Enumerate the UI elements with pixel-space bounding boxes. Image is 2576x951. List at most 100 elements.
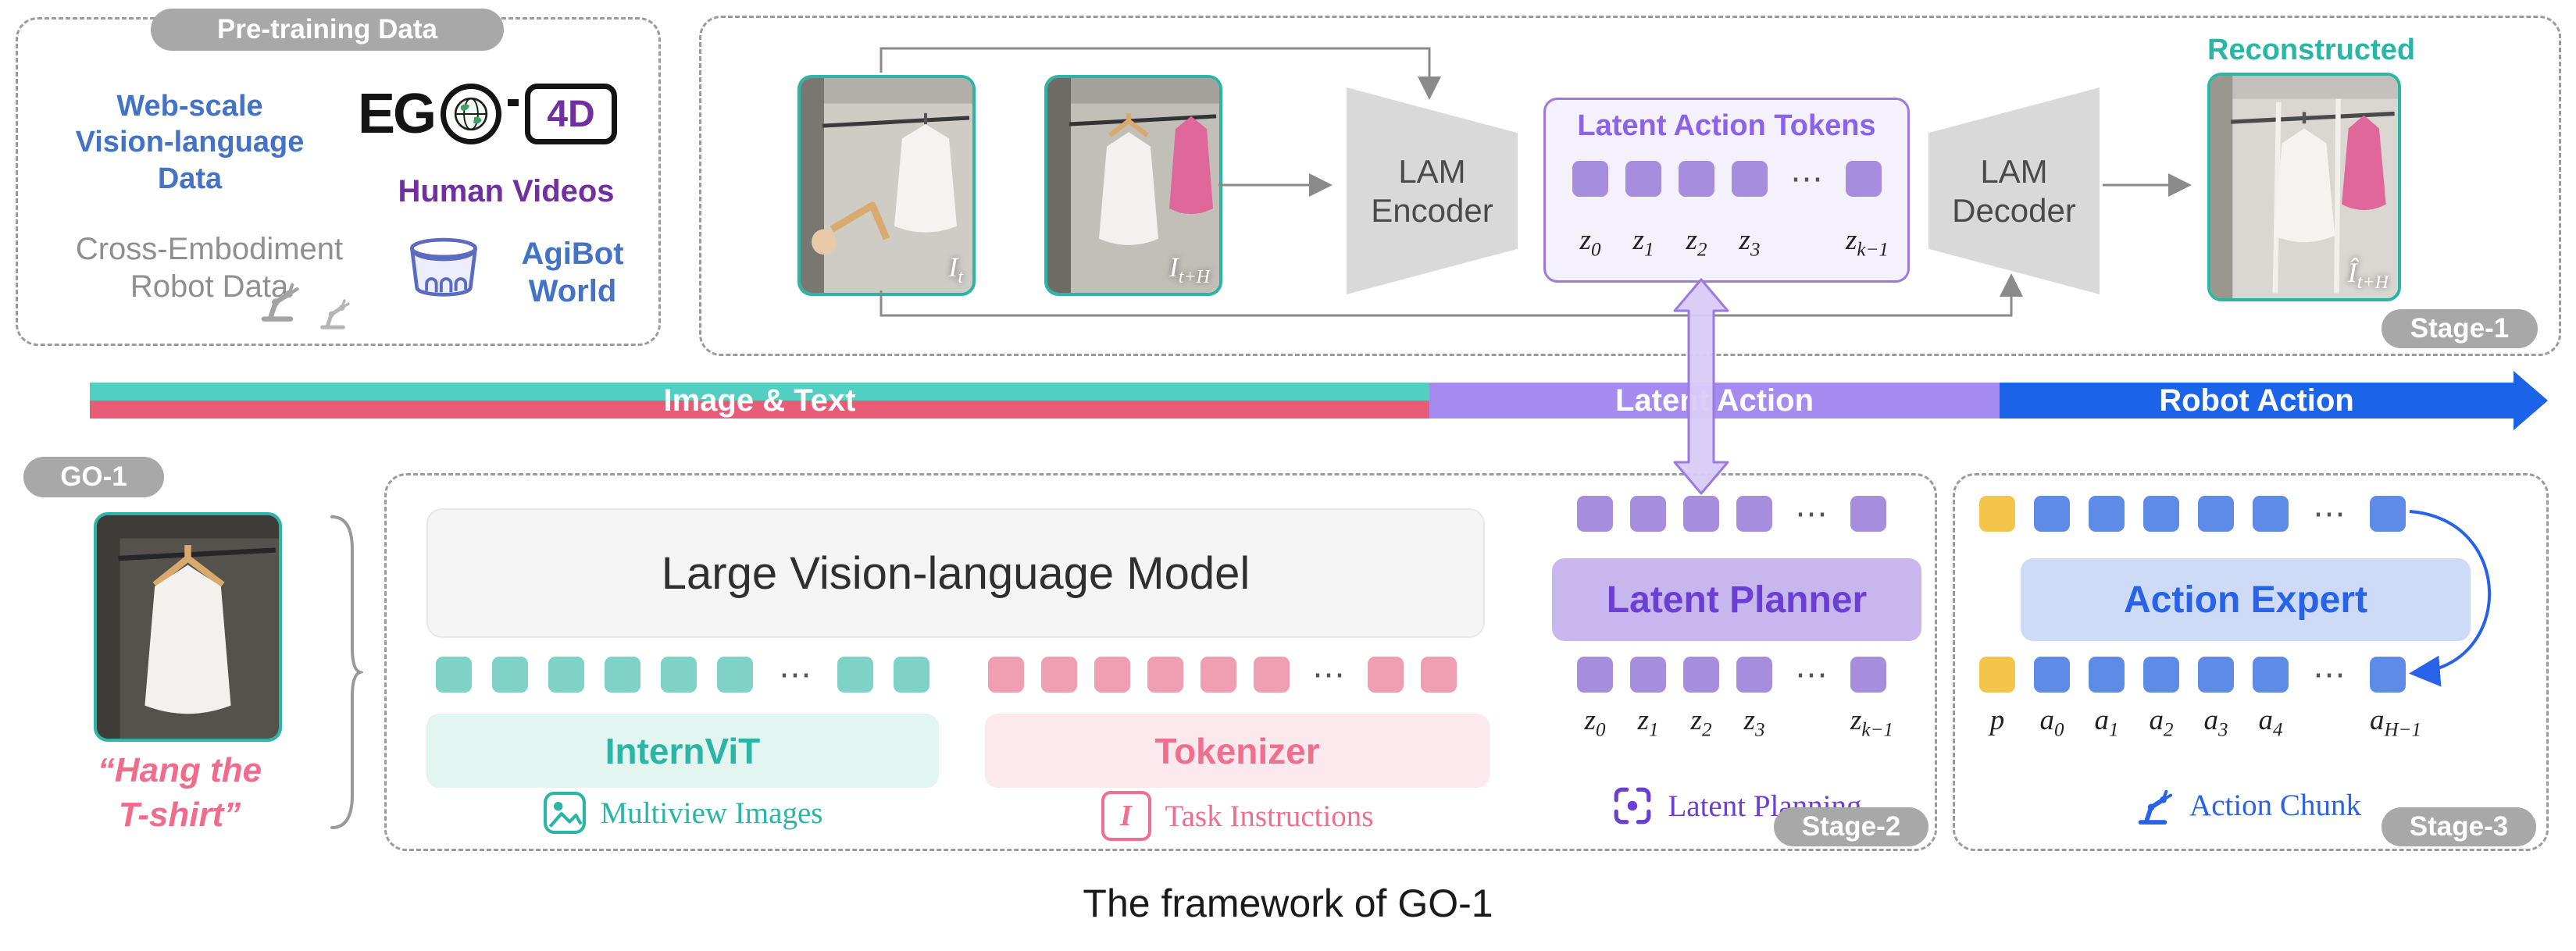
- z2-label: z2: [1686, 224, 1707, 261]
- vision-token-square: [717, 657, 753, 693]
- agibot-world-label: AgiBot World: [521, 237, 624, 308]
- ego4d-globe-lens: [441, 84, 502, 144]
- ego4d-4d-text: 4D: [547, 93, 595, 135]
- vision-token-square: [548, 657, 584, 693]
- aH1-label: aH−1: [2370, 704, 2421, 741]
- pretraining-data-box: Pre-training Data Web-scale Vision-langu…: [16, 9, 661, 346]
- lam-encoder: LAM Encoder: [1347, 87, 1518, 294]
- a2-label: a2: [2149, 704, 2174, 741]
- a4-label: a4: [2258, 704, 2283, 741]
- human-videos-label: Human Videos: [398, 174, 615, 208]
- text-token-square: [1368, 657, 1404, 693]
- z1-label: z1: [1637, 704, 1659, 741]
- reconstructed-image: Ît+H: [2207, 73, 2401, 301]
- text-token-square: [1421, 657, 1457, 693]
- latent-token-square: [1850, 496, 1886, 532]
- action-token-square: [2370, 657, 2406, 693]
- action-token-square: [2253, 657, 2289, 693]
- latent-token-row: ⋯: [1572, 161, 1882, 197]
- vlm-module: Large Vision-language Model: [426, 508, 1485, 638]
- action-token-square: [2034, 657, 2070, 693]
- tokenizer-label: Tokenizer: [1154, 730, 1320, 771]
- bar-image-text-label: Image & Text: [663, 383, 856, 418]
- stage3-badge: Stage-3: [2382, 807, 2536, 846]
- action-input-token-row: ⋯: [1979, 496, 2406, 532]
- latent-token-square: [1630, 657, 1666, 693]
- bar-segment-image-text: Image & Text: [90, 383, 1429, 419]
- z0-label: z0: [1579, 224, 1601, 261]
- vision-token-square: [661, 657, 697, 693]
- multiview-images-icon: [543, 792, 586, 834]
- text-token-square: [1254, 657, 1290, 693]
- latent-action-tokens-title: Latent Action Tokens: [1577, 109, 1876, 142]
- reconstructed-label: Reconstructed: [2207, 34, 2416, 66]
- latent-planner-module: Latent Planner: [1552, 558, 1921, 641]
- latent-token-square: [1846, 161, 1882, 197]
- vision-token-square: [605, 657, 640, 693]
- action-token-square: [2143, 496, 2179, 532]
- text-token-square: [1147, 657, 1183, 693]
- latent-token-square: [1850, 657, 1886, 693]
- task-instructions-label: Task Instructions: [1165, 799, 1374, 833]
- z0-label: z0: [1584, 704, 1606, 741]
- action-token-labels: p a0 a1 a2 a3 a4 aH−1: [1979, 703, 2421, 741]
- planner-output-token-row: ⋯: [1577, 657, 1886, 693]
- go1-observation-image: [94, 512, 282, 742]
- action-expert-label: Action Expert: [2123, 579, 2368, 621]
- latent-token-square: [1630, 496, 1666, 532]
- latent-action-tokens-box: Latent Action Tokens ⋯ z0 z1 z2 z3 zk−1: [1543, 98, 1910, 283]
- input-image-t-plus-h: It+H: [1044, 75, 1222, 296]
- tokenizer-module: Tokenizer: [985, 714, 1490, 788]
- stage3-box: ⋯ Action Expert ⋯ p a0 a1 a2 a3 a4 aH−1: [1953, 473, 2549, 851]
- latent-token-labels: z0 z1 z2 z3 zk−1: [1572, 223, 1889, 261]
- wardrobe-photo-art: [2210, 76, 2398, 298]
- latent-token-square: [1577, 657, 1613, 693]
- action-token-square: [2143, 657, 2179, 693]
- latent-token-square: [1679, 161, 1714, 197]
- ellipsis: ⋯: [1795, 656, 1828, 693]
- figure-caption: The framework of GO-1: [1083, 882, 1493, 925]
- z1-label: z1: [1632, 224, 1654, 261]
- text-token-square: [1094, 657, 1130, 693]
- latent-planning-icon: [1614, 787, 1651, 825]
- multiview-images-label: Multiview Images: [600, 796, 823, 830]
- robot-arm-icon: [261, 283, 299, 322]
- image-t-plus-h-label: It+H: [1168, 251, 1210, 287]
- action-token-square: [2034, 496, 2070, 532]
- internvit-label: InternViT: [605, 730, 761, 771]
- latent-token-square: [1683, 496, 1719, 532]
- ellipsis: ⋯: [2313, 495, 2346, 532]
- action-chunk-row: Action Chunk: [2021, 785, 2471, 825]
- latent-token-square: [1625, 161, 1661, 197]
- robot-arm-icon: [320, 299, 350, 329]
- web-scale-data-label: Web-scale Vision-language Data: [75, 90, 305, 195]
- action-token-square: [2089, 496, 2125, 532]
- ellipsis: ⋯: [779, 656, 812, 693]
- action-token-square: [2089, 657, 2125, 693]
- z3-label: z3: [1743, 704, 1765, 741]
- a0-label: a0: [2039, 704, 2064, 741]
- latent-token-square: [1732, 161, 1768, 197]
- action-token-square: [2198, 496, 2234, 532]
- vision-token-row: ⋯: [436, 657, 929, 693]
- latent-token-square: [1683, 657, 1719, 693]
- ego4d-eg-text: EG: [358, 83, 437, 145]
- image-t-label: It: [948, 251, 963, 287]
- text-token-square: [1201, 657, 1236, 693]
- globe-icon: [454, 97, 488, 131]
- bar-segment-robot-action: Robot Action: [2000, 383, 2514, 419]
- ellipsis: ⋯: [1790, 160, 1823, 197]
- bar-segment-latent-action: Latent Action: [1429, 383, 2000, 419]
- task-instructions-icon: I: [1101, 791, 1151, 841]
- z2-label: z2: [1690, 704, 1712, 741]
- a3-label: a3: [2203, 704, 2228, 741]
- action-chunk-label: Action Chunk: [2189, 788, 2361, 822]
- planner-token-labels: z0 z1 z2 z3 zk−1: [1577, 703, 1893, 741]
- multiview-images-row: Multiview Images: [426, 791, 939, 835]
- input-image-t: It: [797, 75, 976, 296]
- bar-latent-action-label: Latent Action: [1614, 383, 1814, 418]
- stage1-box: It It+H LAM Encoder Latent Action Tokens: [699, 16, 2561, 356]
- action-chunk-robot-arm-icon: [2138, 789, 2173, 825]
- action-expert-module: Action Expert: [2021, 558, 2471, 641]
